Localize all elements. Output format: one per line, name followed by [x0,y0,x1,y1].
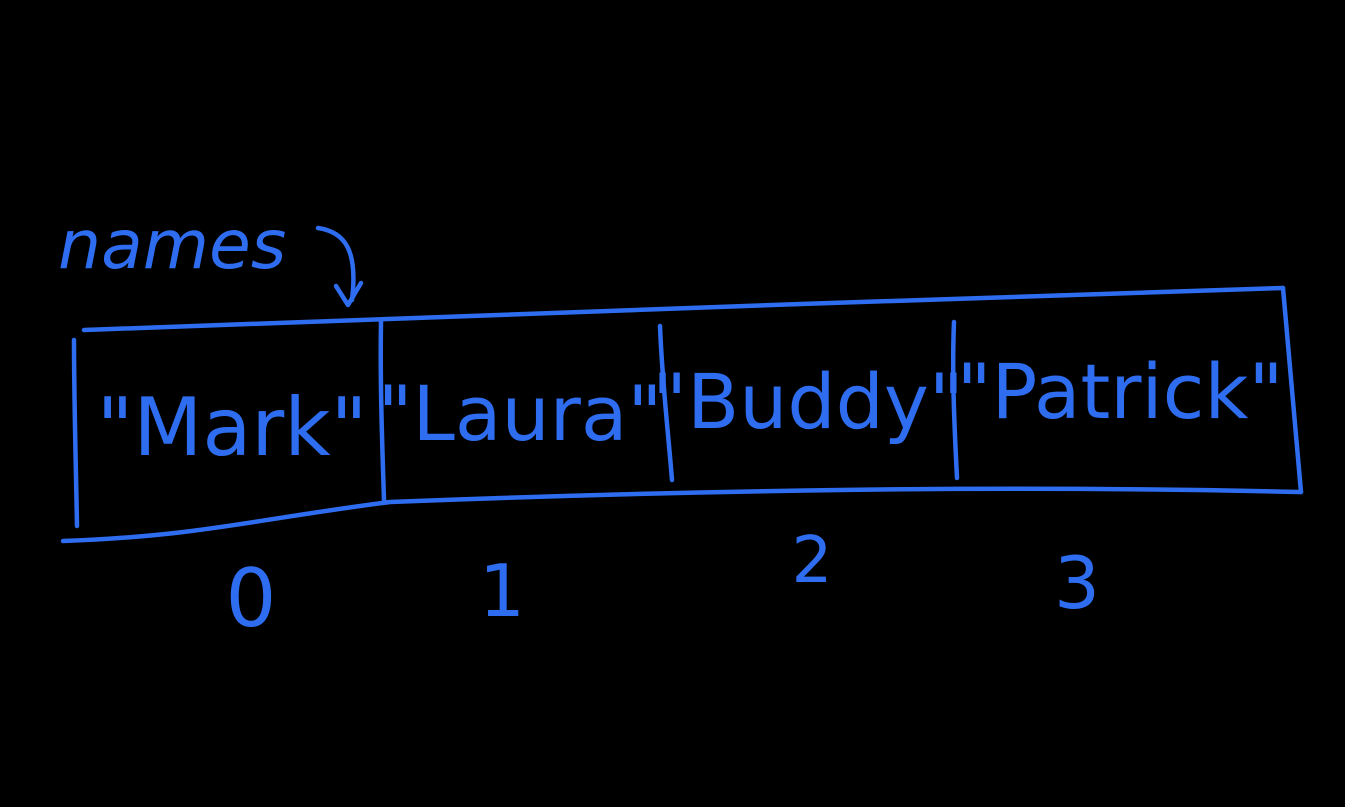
array-box-left-edge [71,337,80,529]
array-box-top-edge [81,285,1286,333]
cell-value-1: "Laura" [378,369,663,458]
index-label-1: 1 [479,549,525,633]
cell-value-0: "Mark" [97,381,368,474]
cell-divider-2 [657,323,675,483]
pointer-arrow [315,225,356,303]
cell-value-3: "Patrick" [957,347,1284,436]
array-box-right-edge [1280,285,1304,495]
index-label-0: 0 [226,552,277,645]
index-label-3: 3 [1054,541,1100,625]
pointer-arrowhead [333,280,364,308]
variable-name-label: names [58,206,286,285]
index-label-2: 2 [792,524,833,598]
cell-divider-3 [950,319,960,481]
array-box-bottom-edge [60,486,1304,544]
cell-value-2: "Buddy" [652,357,964,446]
cell-divider-1 [378,319,387,503]
